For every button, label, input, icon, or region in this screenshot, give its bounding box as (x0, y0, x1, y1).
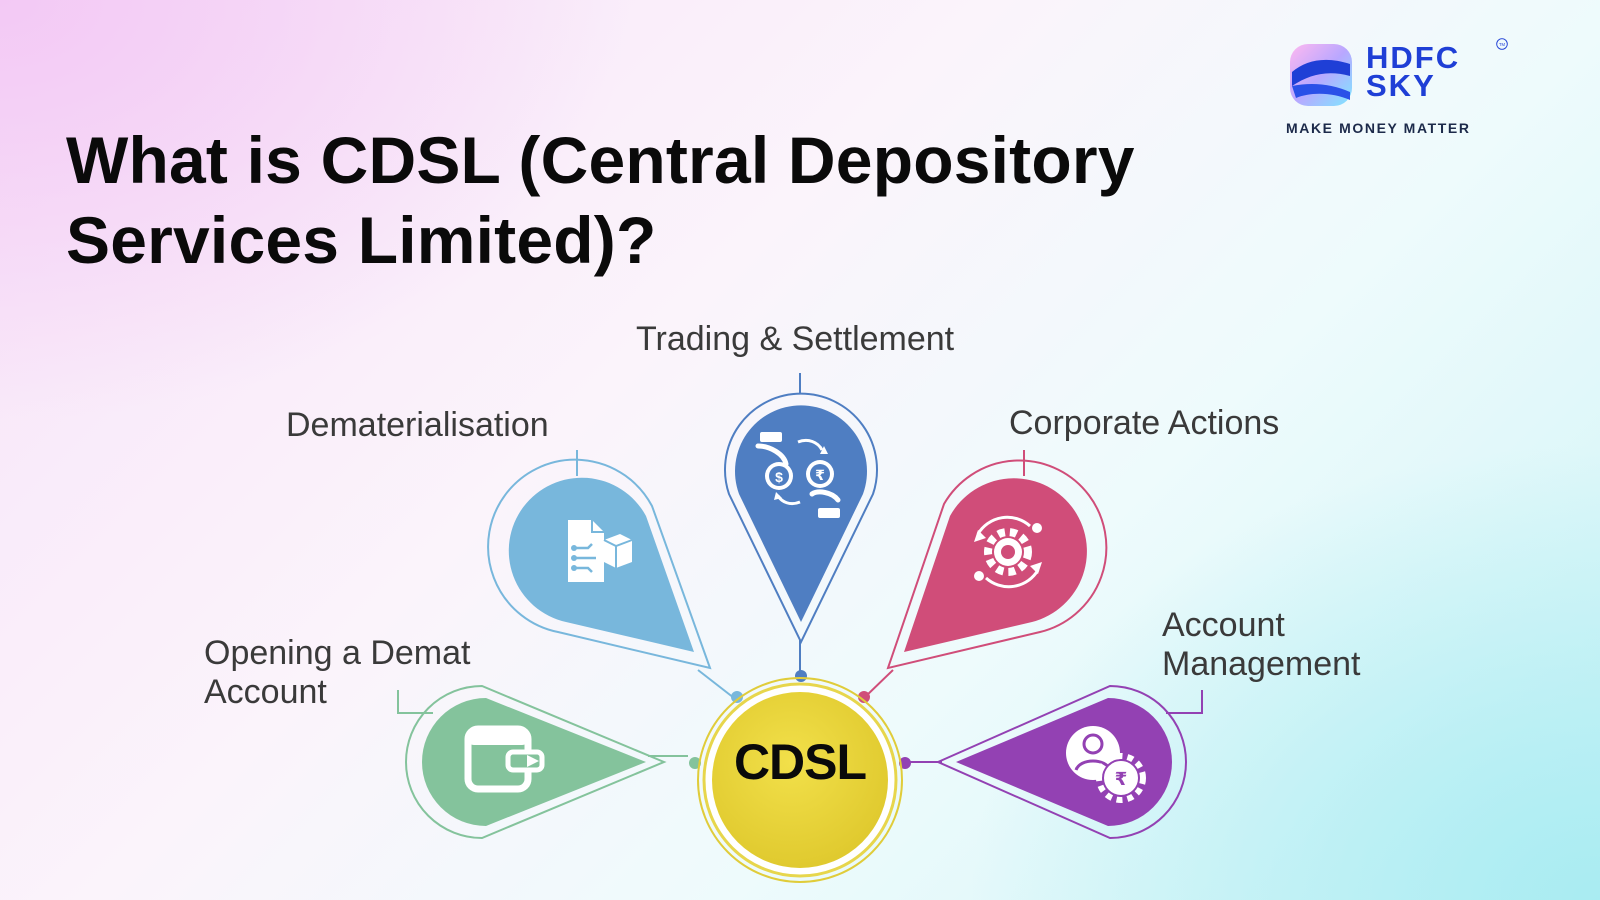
rupee-glyph: ₹ (815, 468, 825, 484)
node-trading-settlement: $ ₹ (724, 392, 878, 645)
dot-dematerialisation (731, 691, 743, 703)
dot-trading (795, 670, 807, 682)
center-label: CDSL (733, 734, 867, 790)
node-dematerialisation (487, 458, 712, 670)
pin-outline-opening (405, 684, 667, 840)
brand-logo-icon (1290, 44, 1352, 106)
page-title: What is CDSL (Central Depository Service… (66, 120, 1316, 280)
trademark-text: TM (1499, 42, 1506, 47)
label-corporate-actions: Corporate Actions (1009, 404, 1280, 442)
label-trading-settlement: Trading & Settlement (636, 320, 955, 358)
connector-corporate (863, 669, 894, 699)
label-account-line-2: Management (1162, 645, 1361, 683)
label-opening-demat-account: Opening a Demat Account (204, 634, 471, 712)
label-account-management: Account Management (1162, 606, 1360, 684)
brand-tagline: MAKE MONEY MATTER (1286, 120, 1471, 136)
trademark-symbol: TM (1496, 38, 1508, 50)
pin-outline-corporate (886, 459, 1108, 670)
gear-cycle-icon (974, 515, 1042, 589)
brand-name-line-2: SKY (1366, 68, 1436, 103)
title-line-1: What is CDSL (Central Depository (66, 123, 1135, 197)
connector-lines (397, 373, 1203, 763)
dot-corporate (858, 691, 870, 703)
title-line-2: Services Limited)? (66, 203, 657, 277)
connector-dematerialisation (697, 669, 735, 699)
pin-outline-dematerialisation (487, 458, 712, 670)
node-opening-demat-account (405, 684, 667, 840)
pin-fill-trading (735, 405, 867, 622)
document-to-digital-icon (568, 520, 633, 582)
hdfc-sky-logo: HDFC SKY TM MAKE MONEY MATTER (1286, 36, 1518, 146)
rupee-glyph: ₹ (1115, 769, 1128, 790)
brand-name: HDFC SKY (1366, 40, 1461, 103)
node-corporate-actions (886, 459, 1108, 670)
label-account-line-1: Account (1162, 606, 1285, 644)
wallet-icon (464, 725, 545, 793)
leader-opening (397, 690, 433, 714)
label-opening-line-2: Account (204, 673, 327, 711)
pin-outline-trading (724, 392, 878, 645)
leader-account (1166, 690, 1203, 714)
label-dematerialisation: Dematerialisation (286, 406, 549, 444)
user-gear-rupee-icon: ₹ (1066, 726, 1146, 803)
brand-name-line-1: HDFC (1366, 40, 1461, 75)
pin-outline-account (935, 684, 1187, 840)
center-fill (712, 692, 888, 868)
node-account-management: ₹ (935, 684, 1187, 840)
center-outline (697, 677, 903, 883)
currency-exchange-icon: $ ₹ (755, 432, 841, 518)
label-opening-line-1: Opening a Demat (204, 634, 471, 672)
dollar-glyph: $ (775, 469, 783, 485)
pin-fill-corporate (904, 478, 1087, 652)
center-cdsl (697, 677, 903, 883)
